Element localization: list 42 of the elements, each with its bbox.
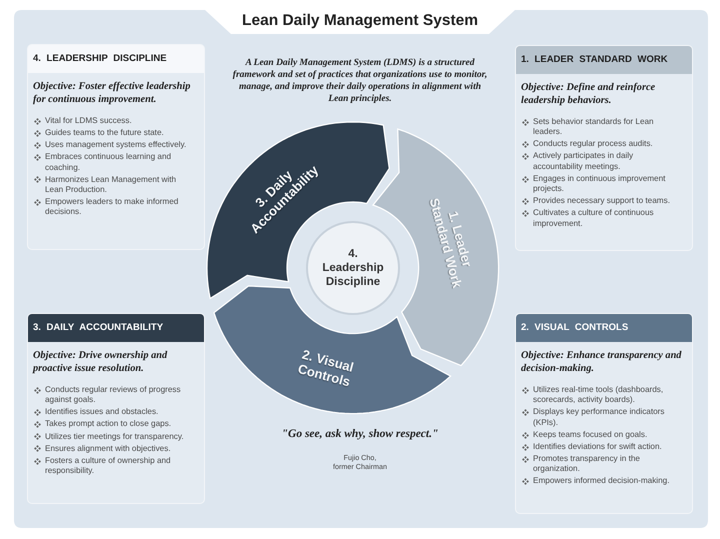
bullet-text: Embraces continuous learning and coaching.: [45, 152, 172, 173]
info-panel: [515, 313, 693, 514]
bullet-text: Actively participates in daily accountability meetings.: [533, 151, 634, 172]
intro-paragraph: A Lean Daily Management System (LDMS) is a structured framework and set of practices that organizations use to monitor, manage, and improve their daily operations in alignment with Lean principles.: [232, 57, 488, 105]
bullet-text: Uses management systems effectively.: [45, 140, 186, 150]
segment-label: 2. Visual Controls: [295, 346, 356, 392]
bullet-text: Empowers informed decision-making.: [533, 476, 670, 487]
objective-text: Objective: Define and reinforce leadership behaviors.: [521, 82, 656, 107]
bullet-text: Keeps teams focused on goals.: [533, 430, 648, 440]
bullet-text: Displays key performance indicators (KPIs).: [533, 407, 666, 428]
bullet-text: Cultivates a culture of continuous improvement.: [533, 208, 655, 229]
bullet-text: Provides necessary support to teams.: [533, 196, 670, 207]
panel-heading: 2. VISUAL CONTROLS: [516, 314, 692, 342]
panel-heading: 4. LEADERSHIP DISCIPLINE: [28, 45, 204, 73]
panel-heading: 1. LEADER STANDARD WORK: [516, 46, 692, 74]
info-panel: [515, 45, 693, 251]
bullet-text: Harmonizes Lean Management with Lean Production.: [45, 174, 178, 196]
panel-heading: 3. DAILY ACCOUNTABILITY: [28, 314, 204, 342]
info-panel: [27, 44, 205, 250]
bullet-text: Sets behavior standards for Lean leaders.: [533, 117, 655, 138]
bullet-text: Fosters a culture of ownership and responsibility.: [45, 456, 172, 476]
bullet-text: Utilizes real-time tools (dashboards, scorecards, activity boards).: [533, 385, 664, 406]
bullet-text: Conducts regular reviews of progress against goals.: [45, 385, 182, 406]
objective-text: Objective: Enhance transparency and decision-making.: [521, 350, 682, 375]
bullet-text: Vital for LDMS success.: [45, 116, 132, 126]
bullet-text: Engages in continuous improvement projects.: [533, 174, 666, 194]
objective-text: Objective: Foster effective leadership for continuous improvement.: [33, 81, 192, 106]
bullet-text: Promotes transparency in the organization.: [533, 454, 641, 475]
bullet-text: Identifies issues and obstacles.: [45, 407, 158, 418]
title: Lean Daily Management System: [240, 12, 480, 30]
info-panel: [27, 313, 205, 504]
circle-label: 4. Leadership Discipline: [321, 247, 385, 289]
bullet-text: Takes prompt action to close gaps.: [45, 419, 172, 430]
bullet-text: Conducts regular process audits.: [533, 139, 653, 150]
objective-text: Objective: Drive ownership and proactive issue resolution.: [33, 350, 168, 375]
bullet-text: Empowers leaders to make informed decisions.: [45, 197, 180, 218]
quote-text: "Go see, ask why, show respect.": [280, 428, 440, 440]
cycle-arrow-segment: [207, 122, 390, 298]
bullet-text: Ensures alignment with objectives.: [45, 444, 171, 454]
bullet-text: Identifies deviations for swift action.: [533, 442, 662, 452]
bullet-text: Utilizes tier meetings for transparency.: [45, 432, 184, 442]
bullet-text: Guides teams to the future state.: [45, 128, 164, 138]
